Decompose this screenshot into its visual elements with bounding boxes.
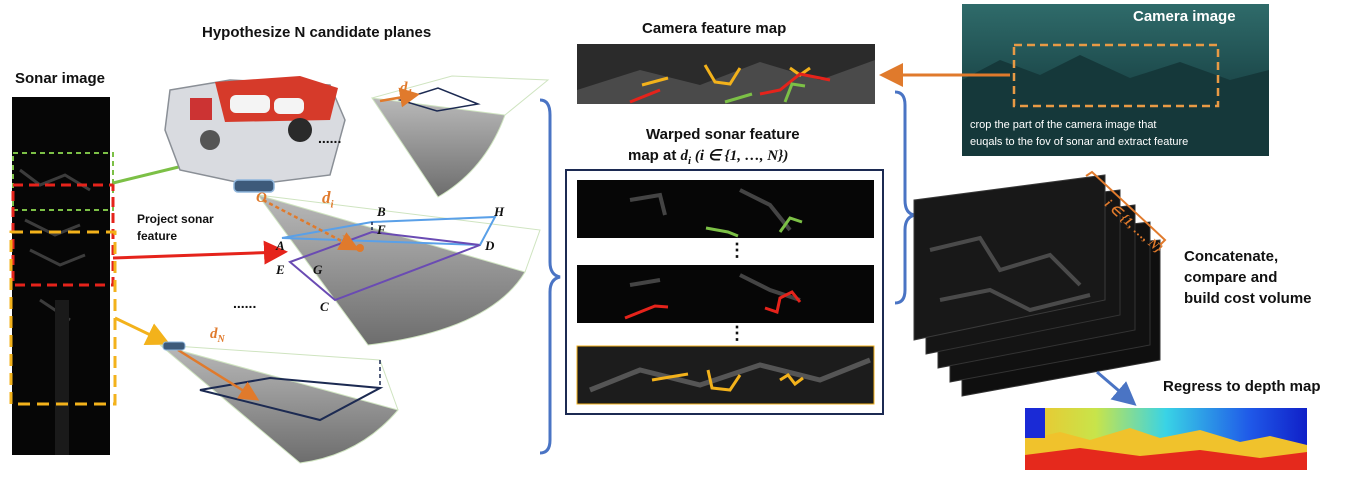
camera-feature-map-title: Camera feature map (642, 20, 787, 37)
camera-image (962, 4, 1269, 156)
plane-fan-dN (159, 341, 399, 464)
label-O: O (256, 190, 267, 206)
point-E: E (276, 262, 285, 277)
concat-line1: Concatenate, (1184, 248, 1279, 265)
vdots-2: ⋮ (728, 323, 746, 343)
right-brace (894, 90, 916, 305)
crop-caption-line1: crop the part of the camera image that (970, 119, 1157, 131)
red-arrow (112, 240, 288, 265)
warped-title-line2: map at di (i ∈ {1, …, N}) (628, 147, 789, 167)
warped-feature-panels (576, 180, 875, 405)
point-C: C (320, 299, 329, 314)
camera-image-title: Camera image (1133, 8, 1236, 25)
left-brace (539, 98, 561, 455)
point-D: D (485, 238, 495, 253)
rov-robot (164, 76, 346, 193)
regress-title: Regress to depth map (1163, 378, 1321, 395)
yellow-arrow (114, 316, 171, 346)
project-label-line1: Project sonar (137, 212, 214, 226)
label-dN: dN (210, 326, 225, 345)
project-label-line2: feature (137, 229, 178, 243)
point-F: F (377, 222, 386, 237)
index-bracket (1085, 170, 1167, 246)
hypothesize-title: Hypothesize N candidate planes (202, 24, 432, 41)
point-B: B (377, 204, 386, 219)
depth-map (1025, 408, 1307, 470)
vdots-1: ⋮ (728, 240, 746, 260)
camera-crop-box (1012, 43, 1220, 108)
ellipsis-top: ...... (318, 130, 342, 146)
crop-caption-line2: euqals to the fov of sonar and extract f… (970, 136, 1189, 148)
sonar-crop-red (11, 183, 115, 287)
sonar-image-title: Sonar image (15, 70, 106, 87)
warped-title-line1: Warped sonar feature (646, 126, 800, 143)
concat-line3: build cost volume (1184, 290, 1312, 307)
point-H: H (494, 204, 505, 219)
cost-volume-stack (913, 174, 1161, 397)
camera-feature-map (577, 44, 875, 104)
ellipsis-mid: ...... (233, 295, 257, 311)
sonar-image (9, 97, 117, 455)
label-di: di (322, 188, 334, 211)
regress-arrow (1096, 370, 1137, 406)
concat-line2: compare and (1184, 269, 1278, 286)
plane-fan-di (256, 194, 541, 346)
label-P: Pi (341, 233, 353, 252)
label-d1: d1 (400, 80, 413, 99)
point-A: A (276, 238, 285, 253)
point-G: G (313, 262, 323, 277)
plane-fan-d1 (370, 75, 550, 198)
